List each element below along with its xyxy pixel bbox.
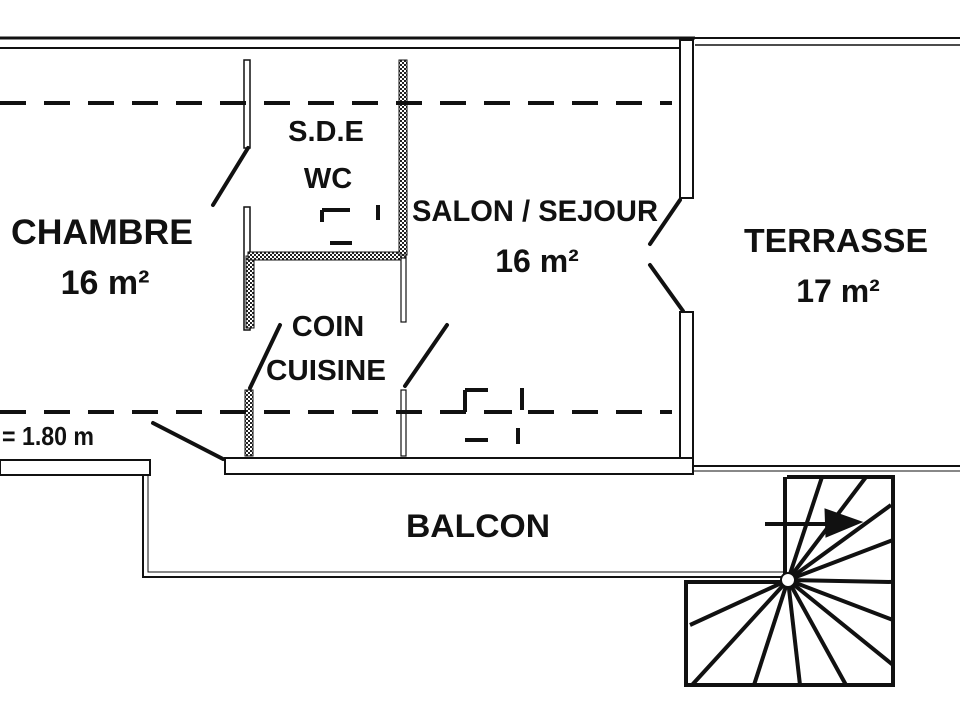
room-name-sde: S.D.E	[288, 116, 364, 148]
room-sub-wc: WC	[304, 163, 352, 195]
interior-walls	[243, 59, 408, 457]
balcony-outline	[142, 476, 785, 578]
stair-step	[689, 578, 789, 627]
door-swings	[151, 146, 685, 461]
stair-step	[787, 538, 894, 582]
stair-step	[690, 578, 790, 687]
wc-fixture	[320, 205, 380, 245]
stair-step	[752, 579, 790, 686]
room-name-balcon: BALCON	[406, 508, 550, 544]
stair-step	[787, 578, 894, 622]
room-sub-cuisine: CUISINE	[266, 355, 386, 387]
room-name-terrasse: TERRASSE	[744, 222, 928, 259]
exterior-walls	[0, 36, 960, 476]
room-area-salon: 16 m²	[495, 243, 579, 279]
height-note: = 1.80 m	[2, 421, 94, 451]
stair-step	[787, 578, 894, 584]
room-area-terrasse: 17 m²	[796, 273, 880, 309]
ceiling-height-lines	[0, 101, 672, 414]
stair-step	[786, 578, 895, 667]
stair-step	[786, 579, 802, 686]
stair-step	[786, 579, 848, 686]
room-area-chambre: 16 m²	[61, 264, 150, 302]
stair-step	[786, 503, 893, 582]
stair-step	[786, 476, 824, 581]
room-name-coin: COIN	[292, 311, 365, 343]
spiral-staircase	[684, 475, 895, 687]
kitchen-fixture	[463, 388, 524, 444]
room-name-salon: SALON / SEJOUR	[412, 195, 658, 228]
stair-direction-arrow-icon	[824, 508, 864, 538]
room-name-chambre: CHAMBRE	[11, 213, 193, 252]
